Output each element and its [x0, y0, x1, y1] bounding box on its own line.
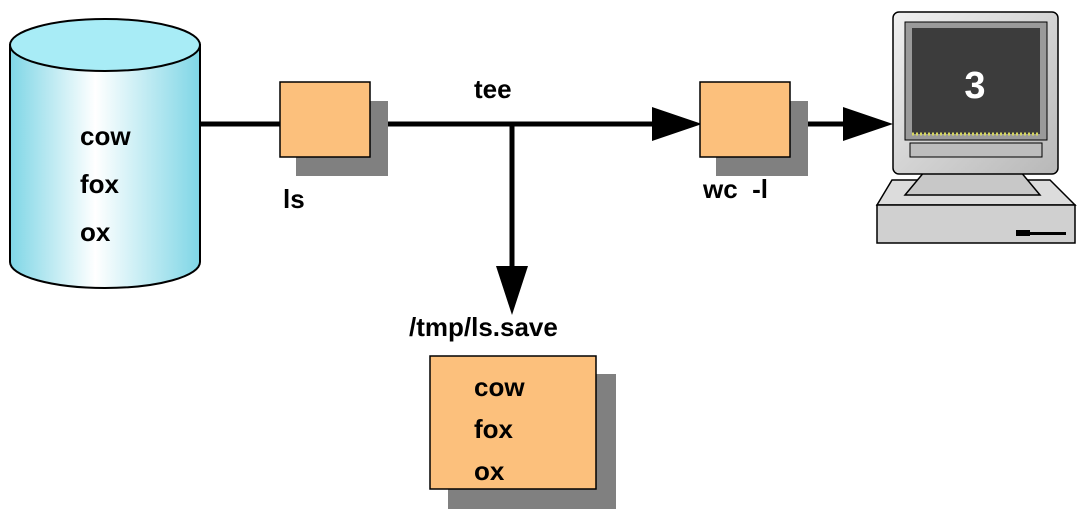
wc-label: wc -l	[702, 174, 768, 204]
terminal-output: 3	[964, 65, 985, 107]
arrow-to-wc-icon	[652, 107, 702, 141]
tee-label: tee	[474, 74, 512, 104]
output-file-cow: cow	[474, 372, 525, 402]
disk-file-fox: fox	[80, 169, 120, 199]
ls-label: ls	[283, 184, 305, 214]
wc-process-box	[699, 81, 808, 176]
output-file-path: /tmp/ls.save	[409, 312, 558, 342]
disk-file-ox: ox	[80, 217, 111, 247]
arrow-to-file-icon	[496, 266, 528, 315]
output-file-ox: ox	[474, 456, 505, 486]
disk-file-cow: cow	[80, 121, 131, 151]
arrow-to-terminal-icon	[843, 107, 893, 141]
ls-process-box	[279, 81, 388, 176]
output-file-fox: fox	[474, 414, 514, 444]
source-disk	[9, 18, 201, 289]
terminal-computer-icon	[875, 11, 1077, 244]
output-file-box	[429, 355, 616, 509]
